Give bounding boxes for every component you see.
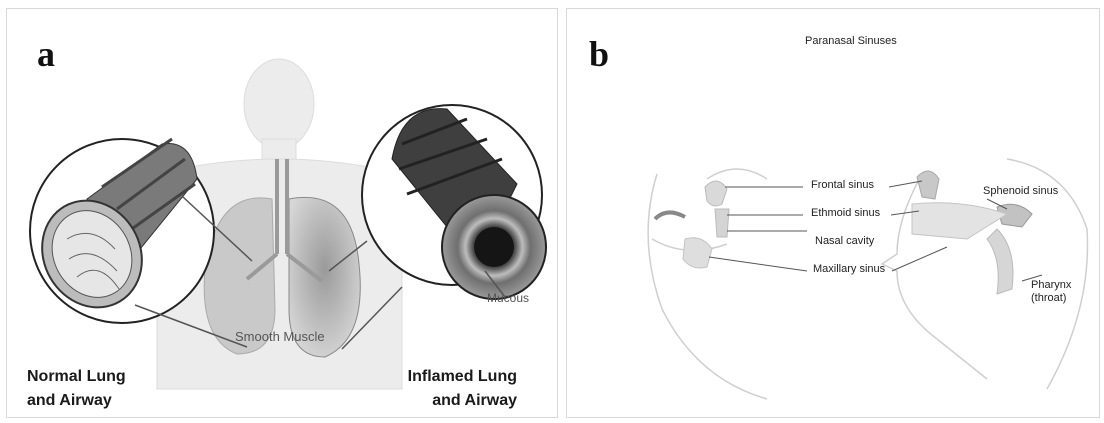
panel-a-letter: a — [37, 33, 55, 75]
inflamed-lung-caption: Inflamed Lung and Airway — [408, 365, 517, 413]
pharynx-side — [987, 229, 1013, 294]
nasal-cavity-label: Nasal cavity — [815, 235, 874, 247]
frontal-sinus-label: Frontal sinus — [811, 179, 874, 191]
sphenoid-sinus-label: Sphenoid sinus — [983, 185, 1058, 197]
sinus-diagram-title: Paranasal Sinuses — [805, 35, 897, 47]
maxillary-sinus-label: Maxillary sinus — [813, 263, 885, 275]
panel-a-lungs: a Smooth Muscle Mucous Normal Lung and A… — [6, 8, 558, 418]
normal-lung-caption-line1: Normal Lung — [27, 365, 126, 389]
pharynx-label: Pharynx (throat) — [1031, 279, 1071, 305]
pharynx-label-line1: Pharynx — [1031, 279, 1071, 292]
mucous-label: Mucous — [487, 291, 529, 305]
pharynx-label-line2: (throat) — [1031, 292, 1071, 305]
panel-b-letter: b — [589, 33, 609, 75]
frontal-sinus-side — [917, 171, 939, 199]
front-face-outline — [648, 169, 767, 399]
eye-shadow — [655, 212, 685, 219]
maxillary-sinus-front — [683, 238, 712, 268]
smooth-muscle-label: Smooth Muscle — [235, 329, 325, 344]
inflamed-lung-caption-line1: Inflamed Lung — [408, 365, 517, 389]
ethmoid-sinus-label: Ethmoid sinus — [811, 207, 880, 219]
inflamed-lung-caption-line2: and Airway — [408, 389, 517, 413]
panel-b-sinuses: b Paranasal Sinuses Frontal sinus Ethmoi… — [566, 8, 1100, 418]
lung-airway-illustration — [7, 9, 557, 417]
normal-lung-caption-line2: and Airway — [27, 389, 126, 413]
ethmoid-sinus-front — [715, 209, 729, 237]
normal-lung-caption: Normal Lung and Airway — [27, 365, 126, 413]
frontal-sinus-front — [705, 181, 727, 206]
